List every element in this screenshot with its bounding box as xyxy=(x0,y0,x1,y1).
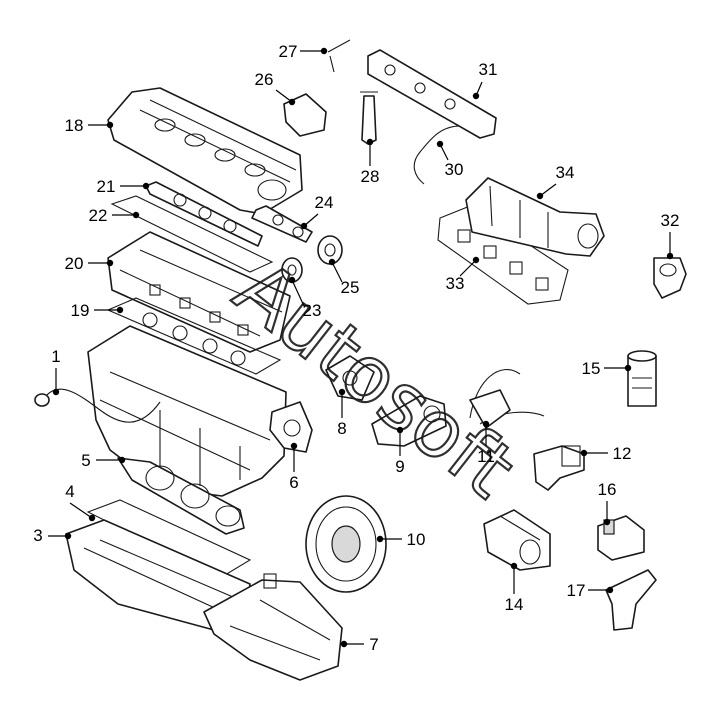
callout-dot-8 xyxy=(338,388,346,396)
callout-dot-9 xyxy=(396,426,404,434)
part-camshaft-2 xyxy=(251,205,313,243)
callout-dot-34 xyxy=(536,192,544,200)
part-cylinder-head xyxy=(107,231,291,353)
callout-dot-20 xyxy=(106,259,114,267)
callout-number-28: 28 xyxy=(361,167,380,186)
part-flywheel xyxy=(305,495,387,593)
callout-dot-33 xyxy=(472,256,480,264)
callout-number-7: 7 xyxy=(369,635,378,654)
part-fuel-rail xyxy=(367,49,497,139)
callout-number-27: 27 xyxy=(279,42,298,61)
callout-dot-14 xyxy=(510,562,518,570)
callout-dot-18 xyxy=(106,121,114,129)
callout-dot-6 xyxy=(290,442,298,450)
part-fuel-line xyxy=(413,125,461,185)
callout-dot-21 xyxy=(142,182,150,190)
callout-dot-12 xyxy=(580,449,588,457)
callout-dot-28 xyxy=(366,138,374,146)
callout-number-30: 30 xyxy=(445,160,464,179)
callout-number-8: 8 xyxy=(337,419,346,438)
callout-number-31: 31 xyxy=(479,60,498,79)
callout-number-10: 10 xyxy=(407,530,426,549)
callout-number-33: 33 xyxy=(446,274,465,293)
callout-dot-15 xyxy=(624,364,632,372)
callout-dot-27 xyxy=(320,47,328,55)
callout-leader-33 xyxy=(459,259,477,277)
callout-number-25: 25 xyxy=(341,278,360,297)
callout-dot-5 xyxy=(118,456,126,464)
callout-dot-17 xyxy=(606,586,614,594)
callout-number-4: 4 xyxy=(65,482,74,501)
part-small-bracket xyxy=(283,93,327,137)
callout-dot-10 xyxy=(376,535,384,543)
callout-number-23: 23 xyxy=(303,301,322,320)
callout-number-11: 11 xyxy=(477,447,495,466)
callout-number-22: 22 xyxy=(89,206,108,225)
callout-dot-23 xyxy=(288,276,296,284)
callout-dot-24 xyxy=(300,222,308,230)
callout-dot-7 xyxy=(340,640,348,648)
part-sensor-wire xyxy=(34,388,161,423)
callout-dot-4 xyxy=(88,514,96,522)
part-bracket-sump xyxy=(203,573,343,681)
part-coolant-flange xyxy=(371,395,447,447)
callout-number-26: 26 xyxy=(255,70,274,89)
callout-number-19: 19 xyxy=(71,301,90,320)
part-head-gasket xyxy=(106,297,282,375)
callout-number-18: 18 xyxy=(65,116,84,135)
callout-number-9: 9 xyxy=(395,457,404,476)
callout-number-21: 21 xyxy=(97,177,116,196)
callout-dot-30 xyxy=(436,140,444,148)
part-valve-cover xyxy=(107,87,303,215)
callout-dot-26 xyxy=(288,98,296,106)
callout-number-17: 17 xyxy=(567,581,586,600)
callout-dot-19 xyxy=(116,306,124,314)
part-injector xyxy=(360,91,378,145)
callout-leader-25 xyxy=(331,261,343,283)
part-cover-gasket xyxy=(110,195,274,273)
part-intake-manifold xyxy=(465,177,605,257)
part-camshaft xyxy=(145,181,263,247)
part-filter xyxy=(627,350,657,407)
callout-dot-1 xyxy=(52,388,60,396)
callout-dot-16 xyxy=(603,518,611,526)
callout-leader-23 xyxy=(291,279,305,307)
part-starter-motor xyxy=(483,509,551,571)
callout-number-5: 5 xyxy=(81,451,90,470)
callout-number-20: 20 xyxy=(65,254,84,273)
callout-dot-3 xyxy=(64,532,72,540)
callout-number-12: 12 xyxy=(613,444,632,463)
callout-dot-31 xyxy=(472,92,480,100)
callout-leader-34 xyxy=(539,183,557,197)
part-actuator-valve xyxy=(653,257,687,299)
callout-dot-32 xyxy=(666,252,674,260)
callout-dot-25 xyxy=(328,258,336,266)
part-pulley-2 xyxy=(281,257,303,283)
callout-dot-11 xyxy=(482,420,490,428)
callout-number-16: 16 xyxy=(598,480,617,499)
part-mount-bracket xyxy=(605,569,657,631)
callout-dot-22 xyxy=(132,211,140,219)
callout-number-6: 6 xyxy=(289,473,298,492)
callout-number-32: 32 xyxy=(661,211,680,230)
part-crankshaft xyxy=(117,457,245,535)
callout-number-34: 34 xyxy=(556,163,575,182)
callout-leader-4 xyxy=(69,502,93,519)
callout-leader-26 xyxy=(275,89,293,103)
part-coolant-hose xyxy=(469,369,545,429)
callout-number-3: 3 xyxy=(33,526,42,545)
part-engine-block xyxy=(87,325,287,497)
callout-number-15: 15 xyxy=(582,359,601,378)
part-egr-valve xyxy=(533,445,585,491)
callout-number-24: 24 xyxy=(315,193,334,212)
callout-number-14: 14 xyxy=(505,595,524,614)
part-water-pump xyxy=(269,401,313,453)
callout-number-1: 1 xyxy=(51,347,60,366)
part-thermostat-housing xyxy=(325,355,375,401)
part-pipe-bolt xyxy=(327,39,351,73)
